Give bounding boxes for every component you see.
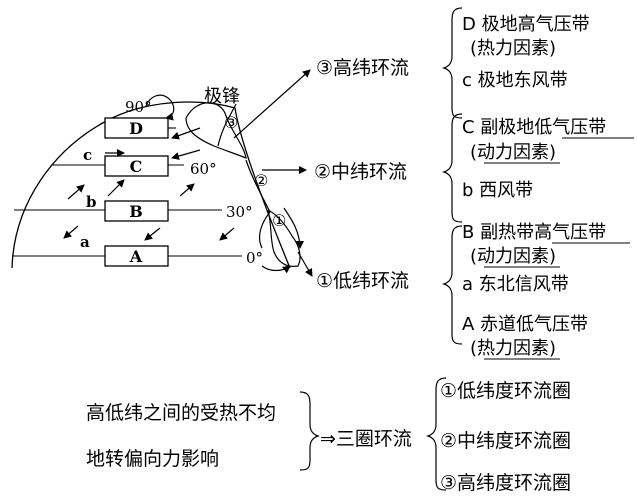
belt-box-A bbox=[104, 245, 169, 267]
summary-result: ⇒三圈环流 bbox=[320, 428, 412, 450]
earth-outline bbox=[11, 101, 291, 269]
summary-item-3: ③高纬度环流圈 bbox=[440, 472, 572, 494]
belt-A-line2: (热力因素) bbox=[470, 338, 556, 359]
cause-1: 高低纬之间的受热不均 bbox=[86, 402, 277, 424]
belt-a-line1: a 东北信风带 bbox=[462, 274, 569, 295]
belt-braces bbox=[442, 7, 463, 345]
belt-box-A-label: A bbox=[129, 247, 143, 266]
cause-2: 地转偏向力影响 bbox=[86, 448, 220, 470]
circulation-label-low: ①低纬环流 bbox=[316, 270, 409, 292]
cell-marker-1: ① bbox=[272, 211, 286, 230]
belt-c-line1: c 极地东风带 bbox=[462, 70, 568, 91]
belt-box-D-label: D bbox=[129, 119, 143, 138]
belt-B-line2: (动力因素) bbox=[470, 246, 556, 267]
belt-D-line2: (热力因素) bbox=[470, 38, 556, 59]
belt-box-C-label: C bbox=[130, 157, 143, 176]
latitude-label-30: 30° bbox=[226, 203, 253, 221]
belt-box-D bbox=[104, 117, 169, 139]
wind-letter-b: b bbox=[86, 193, 97, 211]
belt-C-line1: C 副极地低气压带 bbox=[462, 117, 606, 138]
summary-braces bbox=[299, 377, 447, 491]
pointer-arrows bbox=[233, 69, 313, 277]
belt-D-line1: D 极地高气压带 bbox=[462, 14, 590, 35]
latitude-label-60: 60° bbox=[190, 160, 217, 178]
latitude-label-0: 0° bbox=[246, 249, 263, 267]
belt-A-line1: A 赤道低气压带 bbox=[462, 314, 588, 335]
circulation-cells bbox=[145, 94, 304, 274]
summary-item-2: ②中纬度环流圈 bbox=[440, 430, 572, 452]
wind-letter-a: a bbox=[80, 233, 90, 251]
summary-item-1: ①低纬度环流圈 bbox=[440, 380, 572, 402]
belt-B-line1: B 副热带高气压带 bbox=[462, 222, 606, 243]
belt-underlines bbox=[484, 137, 634, 360]
cell-marker-3: ③ bbox=[224, 113, 238, 132]
wind-arrows bbox=[63, 127, 235, 241]
belt-b-line1: b 西风带 bbox=[462, 180, 533, 201]
belt-C-line2: (动力因素) bbox=[470, 142, 556, 163]
circulation-label-high: ③高纬环流 bbox=[316, 57, 409, 79]
wind-letter-c: c bbox=[83, 146, 92, 164]
belt-box-B-label: B bbox=[129, 202, 143, 221]
circulation-label-mid: ②中纬环流 bbox=[314, 161, 407, 183]
cell-marker-2: ② bbox=[254, 171, 268, 190]
belt-box-C bbox=[104, 155, 169, 177]
belt-box-B bbox=[104, 200, 169, 222]
latitude-label-90: 90° bbox=[125, 98, 152, 116]
polar-front-label: 极锋 bbox=[204, 86, 240, 107]
